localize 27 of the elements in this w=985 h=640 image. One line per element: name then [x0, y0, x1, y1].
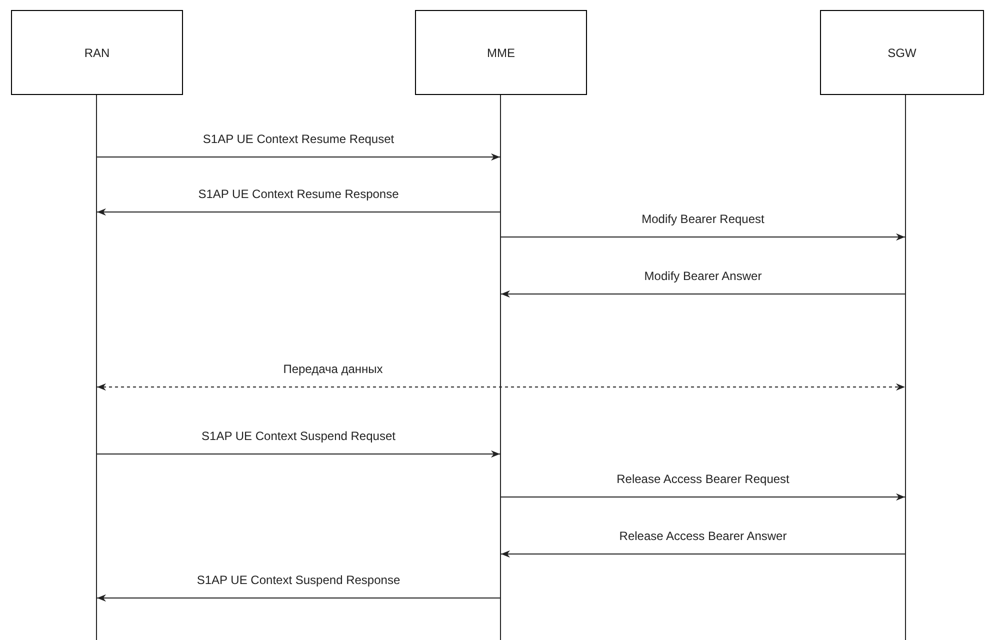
message-arrow [500, 493, 906, 501]
message-label: S1AP UE Context Resume Response [198, 187, 399, 201]
message-arrow [96, 153, 500, 161]
participant-name: RAN [84, 46, 110, 60]
message-label: Modify Bearer Request [642, 212, 764, 226]
lifeline [905, 95, 906, 640]
message-label: Release Access Bearer Request [616, 472, 790, 486]
participant-box [820, 10, 984, 95]
message-arrow [500, 550, 906, 558]
message-arrow [96, 594, 500, 602]
lifeline [96, 95, 97, 640]
participant-name: SGW [888, 46, 916, 60]
lifeline [500, 95, 501, 640]
message-label: Release Access Bearer Answer [619, 529, 787, 543]
participant-name: MME [487, 46, 515, 60]
participant-box [415, 10, 587, 95]
message-arrow [96, 208, 500, 216]
message-label: S1AP UE Context Resume Requset [202, 132, 394, 146]
message-arrow [96, 383, 906, 391]
message-arrow [500, 233, 906, 241]
message-arrow [500, 290, 906, 298]
message-label: Передача данных [283, 362, 383, 376]
participant-box [11, 10, 183, 95]
message-arrow [96, 450, 500, 458]
message-label: S1AP UE Context Suspend Requset [202, 429, 396, 443]
message-label: Modify Bearer Answer [644, 269, 762, 283]
message-label: S1AP UE Context Suspend Response [196, 573, 400, 587]
